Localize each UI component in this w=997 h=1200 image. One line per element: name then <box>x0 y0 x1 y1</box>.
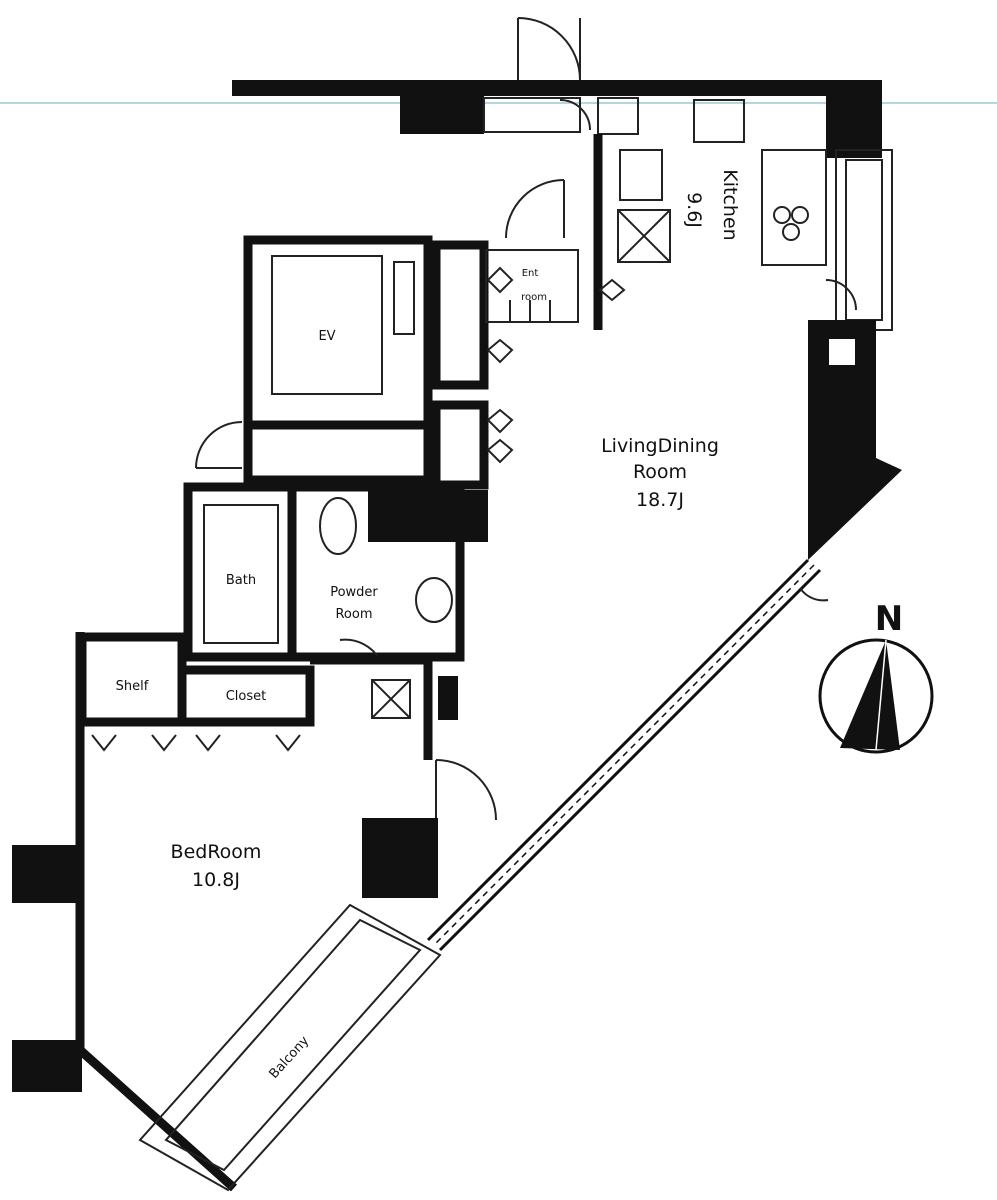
compass-circle <box>818 638 934 754</box>
bedroom-size: 10.8J <box>192 869 240 891</box>
living-dining-label-2: Room <box>633 461 687 483</box>
pipe-shaft <box>431 400 489 490</box>
toilet-icon <box>319 497 357 555</box>
ent-room <box>485 179 579 323</box>
exterior-wall-right <box>808 350 902 560</box>
kitchen-area <box>593 99 893 331</box>
kitchen-cabinet <box>835 149 893 331</box>
bedroom-label: BedRoom <box>171 841 262 863</box>
bath-label: Bath <box>226 573 256 588</box>
ev-hall <box>195 235 433 485</box>
shelf-label: Shelf <box>116 679 149 694</box>
folding-doors <box>486 266 626 464</box>
burner-icon <box>773 206 791 224</box>
small-door-swing <box>825 279 857 311</box>
vent-box <box>371 679 411 719</box>
wall-block-top-left <box>400 96 484 134</box>
closet-folding-doors <box>91 734 301 752</box>
washbasin-icon <box>415 577 453 623</box>
stove-counter <box>761 149 827 266</box>
double-closet <box>431 240 489 390</box>
kitchen-label: Kitchen <box>719 169 741 240</box>
living-dining-size: 18.7J <box>636 489 684 511</box>
kitchen-size: 9.6J <box>683 192 705 228</box>
powder-room <box>287 482 488 662</box>
pillar-left-lower <box>12 1040 82 1092</box>
burner-icon <box>791 206 809 224</box>
compass: N <box>818 599 934 754</box>
wall-block-top-right <box>826 96 882 158</box>
ent-room-label: Ent <box>522 268 539 279</box>
balcony-label: Balcony <box>267 1033 313 1082</box>
balcony <box>138 903 442 1192</box>
compass-north-label: N <box>875 599 903 639</box>
meter-box <box>597 97 639 135</box>
small-door-swing <box>799 587 829 602</box>
living-dining-label: LivingDining <box>601 435 719 457</box>
entrance-storage <box>483 97 581 133</box>
entrance-door <box>517 17 581 81</box>
bedroom-door <box>435 759 497 821</box>
window-wall <box>426 558 822 952</box>
burner-icon <box>782 223 800 241</box>
corridor-wall <box>232 80 882 96</box>
small-pillar <box>438 676 458 720</box>
bath-room <box>183 482 297 662</box>
powder-room-label: Powder <box>330 585 378 600</box>
small-door-swing <box>559 99 591 131</box>
closet <box>177 665 315 727</box>
powder-room-label-2: Room <box>335 607 372 622</box>
north-arrow-icon <box>840 640 900 750</box>
bedroom-walls <box>75 632 433 1192</box>
ent-room-label-2: room <box>521 292 547 303</box>
pillar-left-upper <box>12 845 82 903</box>
pillar-bedroom <box>362 818 438 898</box>
closet-label: Closet <box>226 689 267 704</box>
ev-label: EV <box>318 329 335 344</box>
sink <box>617 209 671 263</box>
